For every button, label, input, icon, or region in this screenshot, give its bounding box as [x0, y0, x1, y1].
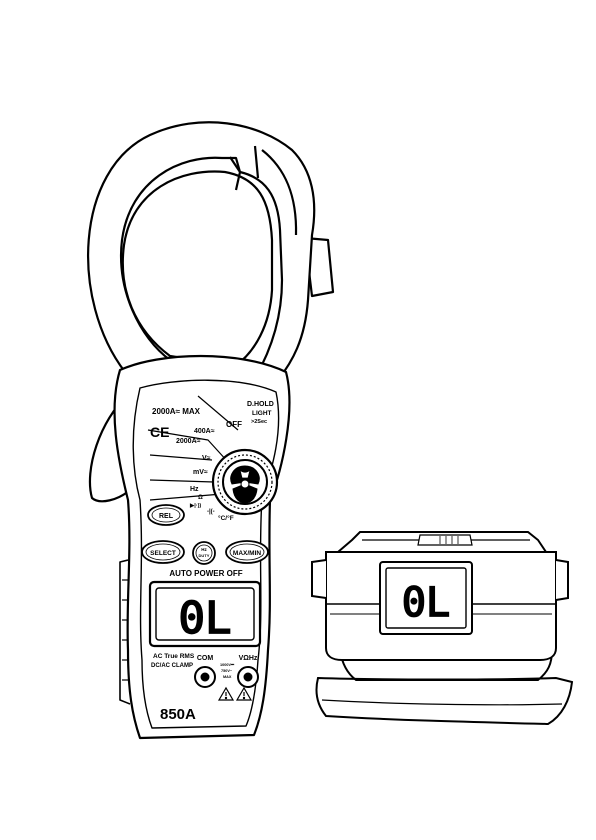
svg-text:REL: REL	[159, 513, 174, 520]
rotary-dial[interactable]	[213, 450, 277, 514]
model-label: 850A	[160, 706, 196, 723]
range-temperature: °C/°F	[218, 514, 234, 522]
range-2000a: 2000A≈	[176, 438, 201, 445]
range-diode: ▶|·))	[189, 502, 201, 509]
light-time-label: >2Sec	[251, 419, 267, 425]
max-min-button[interactable]: MAX/MIN	[226, 541, 268, 563]
terminal-v-label: VΩHz	[239, 655, 258, 662]
lcd-reading: 0L	[179, 593, 232, 644]
meter-side-view	[312, 532, 572, 724]
range-volts: V≈	[202, 455, 211, 462]
range-ohm: Ω	[198, 495, 203, 501]
auto-power-off-label: AUTO POWER OFF	[169, 569, 242, 578]
spec-clamp: DC/AC CLAMP	[151, 663, 193, 669]
range-capacitance: -|(-	[207, 509, 215, 515]
spec-true-rms: AC True RMS	[153, 653, 195, 660]
com-jack[interactable]	[195, 667, 215, 687]
svg-text:MAX/MIN: MAX/MIN	[233, 550, 261, 557]
range-400a: 400A≈	[194, 428, 215, 435]
terminal-com-label: COM	[197, 655, 214, 662]
light-label: LIGHT	[252, 410, 272, 417]
ce-mark: CE	[150, 424, 169, 440]
rel-button[interactable]: REL	[148, 505, 184, 525]
svg-text:Hz: Hz	[201, 547, 207, 552]
rating-max: MAX	[223, 675, 232, 679]
rating-1000v: 1000V⎓	[220, 663, 235, 667]
rating-750v: 750V~	[221, 669, 233, 673]
side-lcd-reading: 0L	[402, 580, 450, 626]
svg-text:SELECT: SELECT	[150, 550, 176, 557]
dhold-label: D.HOLD	[247, 401, 274, 408]
svg-text:DUTY: DUTY	[199, 553, 210, 558]
range-2000a-max: 2000A≈ MAX	[152, 407, 201, 416]
range-hz: Hz	[190, 486, 199, 493]
v-ohm-hz-jack[interactable]	[238, 667, 258, 687]
range-millivolts: mV≈	[193, 469, 208, 476]
base-plate	[316, 678, 572, 724]
range-off: OFF	[226, 420, 242, 429]
hz-duty-button[interactable]: Hz DUTY	[193, 542, 215, 564]
select-button[interactable]: SELECT	[142, 541, 184, 563]
